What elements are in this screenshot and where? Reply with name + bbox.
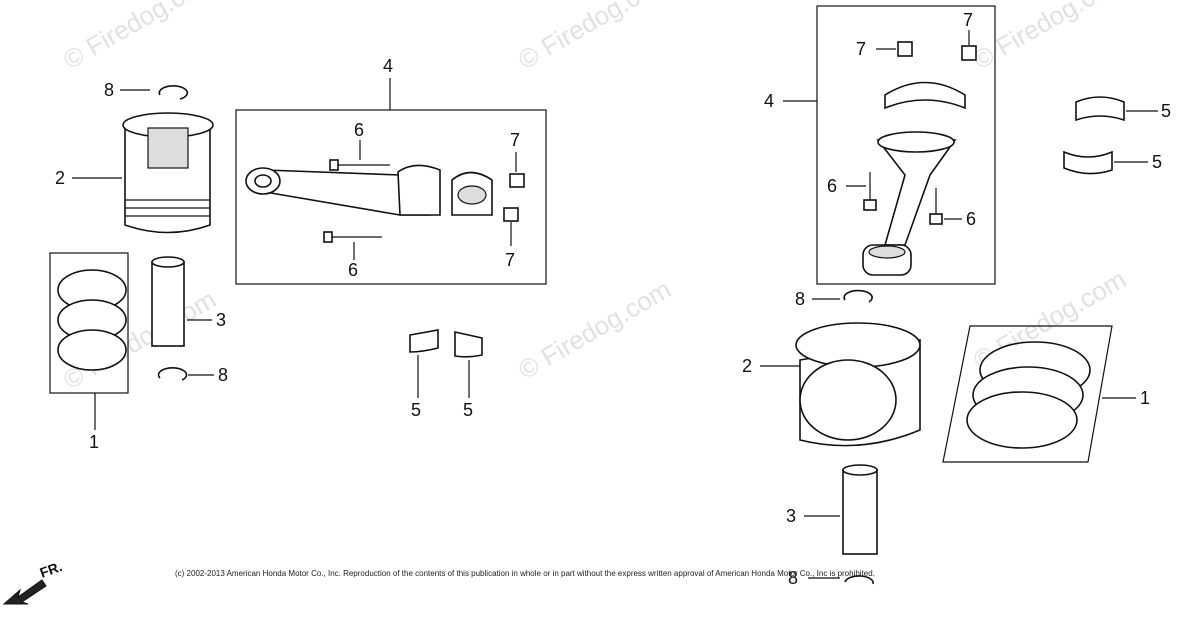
callout-label: 7 <box>963 10 973 30</box>
callout-label: 6 <box>966 209 976 229</box>
callout-label: 4 <box>383 56 393 76</box>
rod-nut: 7 <box>509 130 525 188</box>
callout-label: 8 <box>218 365 228 385</box>
connecting-rod-bearing: 5 <box>1063 150 1162 175</box>
callout-label: 3 <box>786 506 796 526</box>
connecting-rod-assembly: 4 7 7 6 <box>764 5 996 285</box>
callout-label: 8 <box>788 568 798 588</box>
piston-pin-clip: 8 <box>104 80 189 100</box>
callout-label: 4 <box>764 91 774 111</box>
watermark: © Firedog.com <box>968 0 1131 75</box>
piston-ring-set: 1 <box>49 252 129 452</box>
callout-label: 2 <box>55 168 65 188</box>
rod-bolt: 6 <box>329 120 390 171</box>
piston-pin-clip: 8 <box>157 365 228 385</box>
rod-nut: 7 <box>961 10 977 61</box>
callout-label: 2 <box>742 356 752 376</box>
piston-pin: 3 <box>151 256 226 347</box>
callout-label: 3 <box>216 310 226 330</box>
callout-label: 1 <box>1140 388 1150 408</box>
connecting-rod-assembly: 4 6 6 <box>235 56 547 285</box>
piston: 2 <box>55 112 214 234</box>
watermark: © Firedog.com <box>513 274 676 385</box>
piston: 2 <box>742 322 921 447</box>
watermark: © Firedog.com <box>58 0 221 75</box>
piston-ring-set: 1 <box>942 325 1150 463</box>
piston-pin-clip: 8 <box>788 568 874 588</box>
copyright-notice: (c) 2002-2013 American Honda Motor Co., … <box>175 569 875 578</box>
rod-bolt: 6 <box>827 172 877 211</box>
right-assembly: 4 7 7 6 <box>742 5 1171 588</box>
callout-label: 5 <box>411 400 421 420</box>
callout-label: 7 <box>505 250 515 270</box>
front-direction-indicator: FR. <box>2 558 65 605</box>
callout-label: 1 <box>89 432 99 452</box>
piston-pin: 3 <box>786 464 878 555</box>
callout-label: 7 <box>856 39 866 59</box>
connecting-rod-bearing: 5 <box>1075 96 1171 122</box>
piston-pin-clip: 8 <box>795 289 873 309</box>
callout-label: 5 <box>463 400 473 420</box>
rod-nut: 7 <box>856 39 913 59</box>
callout-label: 6 <box>354 120 364 140</box>
callout-label: 6 <box>348 260 358 280</box>
callout-label: 6 <box>827 176 837 196</box>
callout-label: 8 <box>104 80 114 100</box>
front-label: FR. <box>38 558 65 581</box>
rod-bolt: 6 <box>323 231 382 280</box>
rod-bolt: 6 <box>929 188 976 229</box>
connecting-rod-bearing: 5 <box>409 329 439 420</box>
callout-label: 8 <box>795 289 805 309</box>
callout-label: 5 <box>1152 152 1162 172</box>
callout-label: 7 <box>510 130 520 150</box>
left-assembly: 8 2 1 3 <box>49 56 547 452</box>
rod-nut: 7 <box>503 207 519 270</box>
watermark: © Firedog.com <box>513 0 676 75</box>
connecting-rod-bearing: 5 <box>454 331 483 420</box>
callout-label: 5 <box>1161 101 1171 121</box>
